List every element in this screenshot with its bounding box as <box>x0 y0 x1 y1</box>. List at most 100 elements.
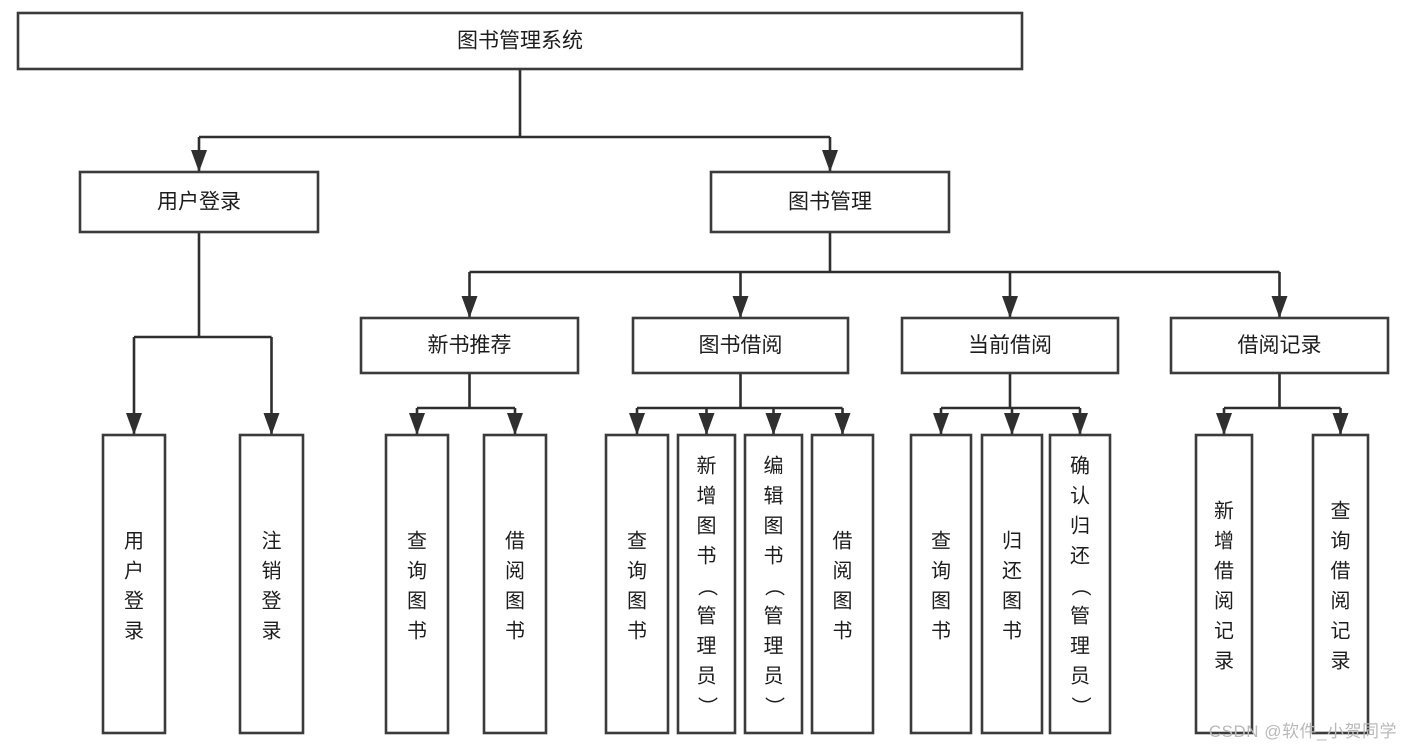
node-label-leaf-query-record-char-2: 借 <box>1331 559 1351 582</box>
node-leaf-user-login[interactable]: 用户登录 <box>101 433 167 735</box>
node-label-leaf-query-record-char-1: 询 <box>1331 529 1351 552</box>
node-label-leaf-query-record-char-3: 阅 <box>1331 589 1351 612</box>
node-label-leaf-borrow-book-1-char-0: 借 <box>505 529 525 552</box>
node-label-leaf-user-login-char-3: 录 <box>124 620 144 642</box>
node-new-book-rec[interactable]: 新书推荐 <box>359 316 580 375</box>
node-box-leaf-return-book <box>980 433 1044 735</box>
node-label-leaf-add-record-char-3: 阅 <box>1214 589 1234 612</box>
node-label-leaf-borrow-book-2-char-1: 阅 <box>833 559 853 582</box>
node-label-leaf-add-book-char-2: 图 <box>697 515 717 537</box>
node-label-leaf-add-book-char-7: 员 <box>697 665 717 687</box>
node-box-leaf-add-record <box>1194 433 1254 735</box>
arrow-head-icon-book-manage <box>822 150 838 172</box>
node-label-leaf-add-book-char-3: 书 <box>697 544 717 567</box>
node-label-leaf-return-book-char-3: 书 <box>1002 619 1022 642</box>
node-label-new-book-rec: 新书推荐 <box>428 334 512 357</box>
arrow-head-icon-leaf-edit-book <box>765 413 782 435</box>
node-label-leaf-add-book-char-0: 新 <box>697 454 717 477</box>
node-label-leaf-confirm-return-char-7: 员 <box>1070 665 1090 687</box>
node-label-leaf-edit-book-char-8: ） <box>763 696 786 716</box>
node-label-leaf-query-book-1-char-3: 书 <box>407 619 427 642</box>
arrow-head-icon-user-login <box>191 150 207 172</box>
arrow-head-icon-leaf-confirm-return <box>1072 413 1088 435</box>
node-label-current-borrow: 当前借阅 <box>968 334 1052 357</box>
node-label-leaf-borrow-book-1-char-2: 图 <box>505 590 525 612</box>
node-label-borrow-record: 借阅记录 <box>1238 334 1322 357</box>
arrow-head-icon-leaf-borrow-book-2 <box>834 413 851 435</box>
node-box-leaf-user-logout <box>238 433 305 735</box>
node-label-leaf-query-book-3-char-3: 书 <box>931 619 951 642</box>
node-box-book-manage <box>709 170 951 234</box>
node-label-leaf-confirm-return-char-8: ） <box>1069 696 1092 716</box>
node-label-leaf-user-login-char-1: 户 <box>124 559 144 582</box>
node-label-leaf-edit-book-char-6: 理 <box>764 635 784 657</box>
arrow-head-icon-current-borrow <box>1002 296 1018 318</box>
arrow-head-icon-borrow-record <box>1271 296 1288 318</box>
node-box-leaf-query-book-2 <box>604 433 670 735</box>
node-box-user-login <box>78 170 320 234</box>
arrow-head-icon-leaf-query-book-2 <box>629 413 645 435</box>
node-label-book-borrow: 图书借阅 <box>699 334 783 357</box>
node-box-new-book-rec <box>359 316 580 375</box>
node-label-leaf-borrow-book-2-char-2: 图 <box>833 590 853 612</box>
node-label-leaf-edit-book-char-3: 书 <box>764 544 784 567</box>
node-layer: 图书管理系统用户登录图书管理新书推荐图书借阅当前借阅借阅记录用户登录注销登录查询… <box>16 11 1390 735</box>
node-label-leaf-edit-book-char-2: 图 <box>764 515 784 537</box>
node-label-leaf-query-record-char-4: 记 <box>1331 619 1351 642</box>
node-label-leaf-add-record-char-0: 新 <box>1214 499 1234 522</box>
arrow-head-icon-leaf-user-login <box>126 413 142 435</box>
node-label-leaf-query-book-3-char-1: 询 <box>931 559 951 582</box>
node-current-borrow[interactable]: 当前借阅 <box>900 316 1120 375</box>
arrow-head-icon-leaf-query-record <box>1332 413 1349 435</box>
node-label-user-login: 用户登录 <box>157 191 241 214</box>
node-label-leaf-add-record-char-5: 录 <box>1214 650 1234 672</box>
node-label-leaf-edit-book-char-0: 编 <box>764 454 784 477</box>
node-label-leaf-borrow-book-2-char-0: 借 <box>833 529 853 552</box>
node-label-leaf-add-book-char-5: 管 <box>697 604 717 627</box>
node-book-borrow[interactable]: 图书借阅 <box>631 316 850 375</box>
arrow-head-icon-leaf-query-book-3 <box>933 413 949 435</box>
node-label-leaf-query-book-2-char-0: 查 <box>627 529 647 552</box>
node-label-leaf-query-book-3-char-2: 图 <box>931 590 951 612</box>
node-label-leaf-return-book-char-2: 图 <box>1002 590 1022 612</box>
node-borrow-record[interactable]: 借阅记录 <box>1169 316 1390 375</box>
node-label-leaf-add-record-char-1: 增 <box>1214 529 1234 552</box>
node-book-manage[interactable]: 图书管理 <box>709 170 951 234</box>
node-label-leaf-add-book-char-1: 增 <box>697 484 717 507</box>
node-box-leaf-borrow-book-1 <box>482 433 548 735</box>
node-box-root <box>16 11 1024 71</box>
arrow-head-icon-leaf-add-book <box>698 413 715 435</box>
node-root[interactable]: 图书管理系统 <box>16 11 1024 71</box>
node-label-leaf-user-logout-char-0: 注 <box>262 529 282 552</box>
arrow-head-icon-leaf-add-record <box>1216 413 1232 435</box>
node-label-leaf-query-record-char-0: 查 <box>1331 499 1351 522</box>
node-label-leaf-query-book-3-char-0: 查 <box>931 529 951 552</box>
node-label-leaf-add-book-char-4: （ <box>696 576 719 596</box>
node-label-leaf-edit-book-char-1: 辑 <box>764 484 784 507</box>
node-label-leaf-user-logout-char-2: 登 <box>262 589 282 612</box>
node-label-leaf-confirm-return-char-1: 认 <box>1070 484 1090 507</box>
arrow-head-icon-leaf-return-book <box>1004 413 1020 435</box>
node-box-leaf-user-login <box>101 433 167 735</box>
node-label-leaf-user-login-char-2: 登 <box>124 589 144 612</box>
node-label-leaf-edit-book-char-5: 管 <box>764 604 784 627</box>
node-label-leaf-return-book-char-0: 归 <box>1002 529 1022 552</box>
arrow-head-icon-leaf-user-logout <box>263 413 280 435</box>
node-user-login[interactable]: 用户登录 <box>78 170 320 234</box>
node-label-leaf-user-login-char-0: 用 <box>124 530 144 552</box>
node-label-leaf-confirm-return-char-6: 理 <box>1070 635 1090 657</box>
node-label-book-manage: 图书管理 <box>788 191 872 214</box>
